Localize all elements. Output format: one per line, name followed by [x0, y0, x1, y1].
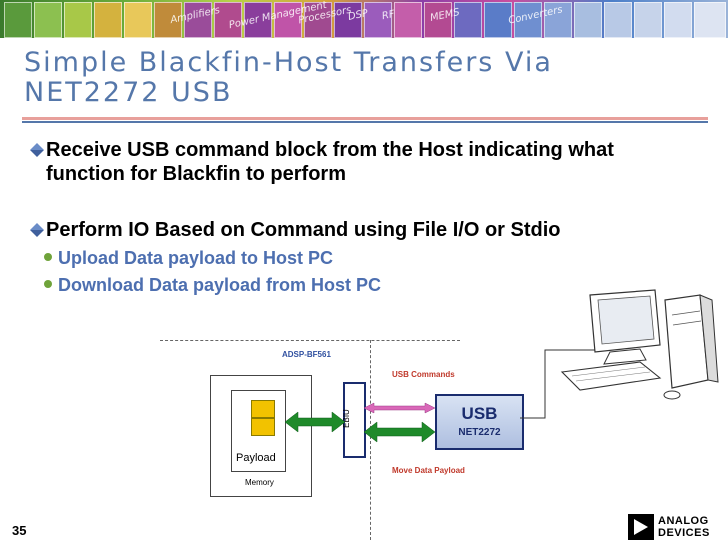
sub-bullet-text: Upload Data payload to Host PC	[58, 248, 334, 268]
banner-tile	[214, 2, 242, 38]
banner-tile	[94, 2, 122, 38]
slide-title-line: Simple Blackfin-Host Transfers Via	[24, 47, 553, 78]
banner-tile	[664, 2, 692, 38]
banner-tile	[334, 2, 362, 38]
banner-tile	[694, 2, 726, 38]
processor-boundary	[370, 340, 371, 540]
banner-tile	[154, 2, 182, 38]
banner-tile	[514, 2, 542, 38]
diamond-bullet-icon	[30, 150, 44, 157]
payload-cell	[251, 418, 275, 436]
banner-tile	[4, 2, 32, 38]
bullet-text: Perform IO Based on Command using File I…	[46, 219, 561, 241]
usb-chip-subtitle: NET2272	[458, 427, 501, 438]
banner-tile	[304, 2, 332, 38]
payload-cell	[251, 400, 275, 418]
diamond-bullet-icon	[30, 230, 44, 237]
banner-tile	[424, 2, 452, 38]
move-data-label: Move Data Payload	[392, 466, 465, 475]
banner-tile	[244, 2, 272, 38]
slide-title: Simple Blackfin-Host Transfers Via NET22…	[24, 48, 664, 108]
sub-bullet: Download Data payload from Host PC	[44, 274, 381, 296]
logo-text: ANALOG	[658, 515, 709, 527]
banner-tile	[454, 2, 482, 38]
bullet: Receive USB command block from the Host …	[30, 138, 690, 186]
banner-tile	[124, 2, 152, 38]
banner-tile	[184, 2, 212, 38]
page-number: 35	[12, 523, 27, 538]
sub-bullet-text: Download Data payload from Host PC	[58, 275, 382, 295]
banner-tile	[634, 2, 662, 38]
host-pc-icon	[560, 289, 719, 400]
sub-bullet: Upload Data payload to Host PC	[44, 247, 333, 269]
banner-tile	[574, 2, 602, 38]
banner-tile	[274, 2, 302, 38]
usb-commands-label: USB Commands	[392, 370, 455, 379]
banner-tile	[394, 2, 422, 38]
bullet: Perform IO Based on Command using File I…	[30, 218, 690, 242]
title-divider	[22, 121, 708, 123]
usb-chip-block: USB NET2272	[435, 394, 524, 450]
usb-cable	[520, 349, 598, 419]
dot-bullet-icon	[44, 280, 52, 288]
diamond-bullet-icon	[30, 223, 44, 230]
header-banner: Amplifiers Power Management Processors D…	[0, 0, 728, 38]
banner-tile	[484, 2, 512, 38]
banner-tile	[364, 2, 392, 38]
ebiu-block: EBIU	[342, 382, 366, 458]
usb-commands-arrow	[363, 402, 436, 414]
logo-text: DEVICES	[658, 527, 710, 539]
usb-chip-title: USB	[461, 404, 498, 423]
title-divider	[22, 117, 708, 120]
slide-title-line: NET2272 USB	[24, 77, 233, 108]
banner-tile	[34, 2, 62, 38]
memory-label: Memory	[245, 478, 274, 487]
analog-devices-logo: ANALOG DEVICES	[628, 514, 710, 540]
diamond-bullet-icon	[30, 143, 44, 150]
payload-label: Payload	[236, 452, 276, 464]
data-payload-arrow	[363, 421, 436, 443]
analog-devices-logo-icon	[628, 514, 654, 540]
bullet-text: Receive USB command block from the Host …	[46, 139, 614, 185]
processor-label: ADSP-BF561	[282, 350, 331, 359]
dot-bullet-icon	[44, 253, 52, 261]
processor-boundary	[160, 340, 460, 341]
banner-tile	[604, 2, 632, 38]
banner-tile	[64, 2, 92, 38]
memory-ebiu-arrow	[284, 411, 346, 433]
banner-tile	[544, 2, 572, 38]
